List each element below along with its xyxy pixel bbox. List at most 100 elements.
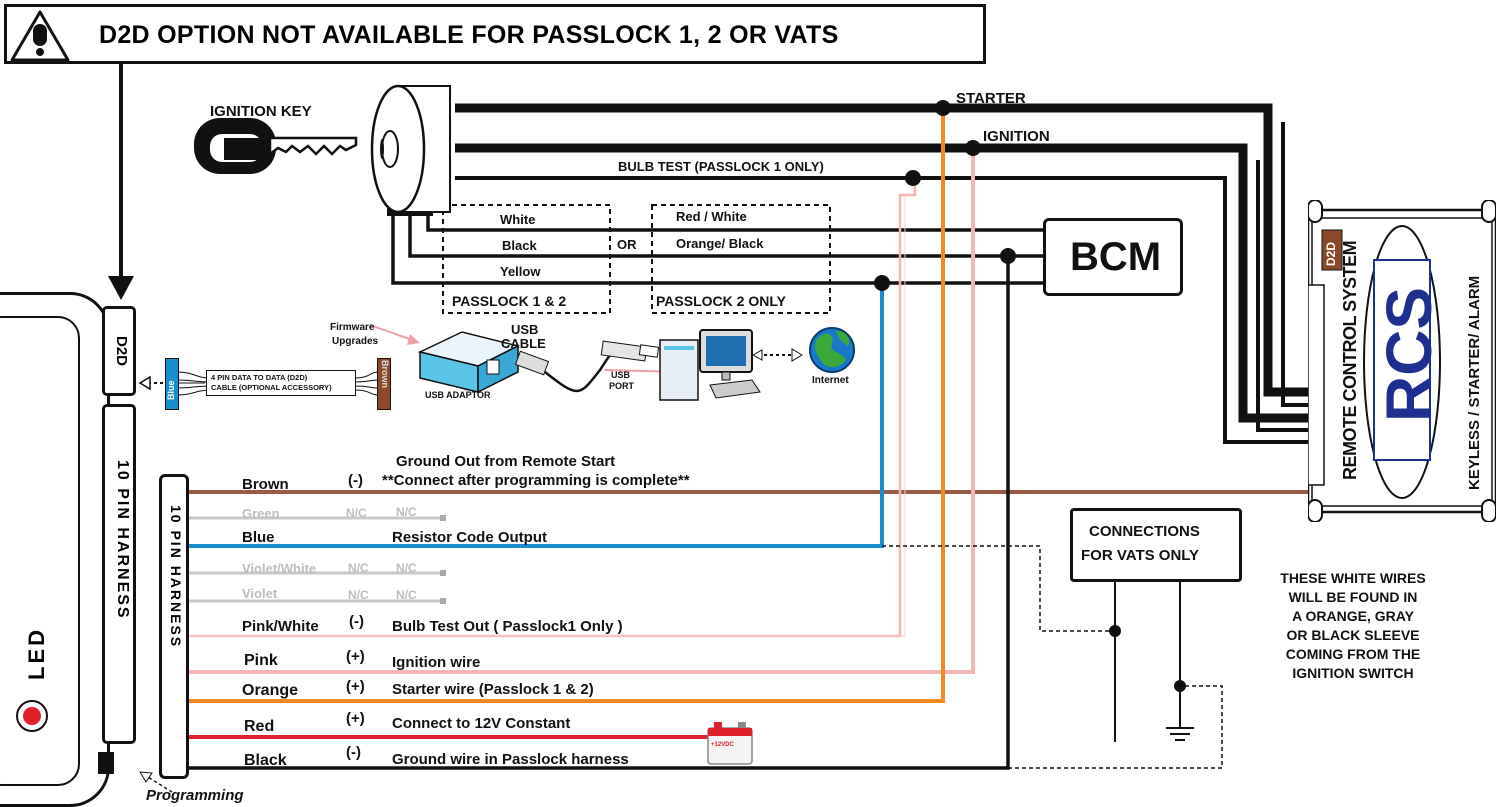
rcs-system-label: REMOTE CONTROL SYSTEM	[1340, 240, 1360, 480]
programming-button[interactable]	[98, 752, 114, 774]
wire-red-color: Red	[244, 718, 275, 735]
rcs-logo: RCS	[1373, 286, 1445, 422]
d2d-cable-tag: 4 PIN DATA TO DATA (D2D) CABLE (OPTIONAL…	[206, 370, 356, 396]
wire-pinkwhite-desc: Bulb Test Out ( Passlock1 Only )	[392, 618, 623, 635]
usb-adaptor-label: USB ADAPTOR	[425, 390, 491, 400]
harness-connector	[159, 474, 189, 779]
banner-arrow-head	[108, 276, 134, 300]
bulb-test-junction	[905, 170, 921, 186]
d2d-cable-line2: CABLE (OPTIONAL ACCESSORY)	[211, 383, 332, 392]
starter-junction	[935, 100, 951, 116]
wire-blue-color: Blue	[242, 529, 275, 546]
note-line-5: COMING FROM THE	[1285, 646, 1421, 662]
passlock-2-caption: PASSLOCK 2 ONLY	[656, 293, 786, 309]
note-line-1: THESE WHITE WIRES	[1280, 570, 1426, 586]
usb-cable-line2: CABLE	[501, 336, 546, 351]
d2d-brown-plug	[377, 358, 391, 410]
internet-label: Internet	[812, 375, 849, 386]
bcm-label: BCM	[1070, 235, 1162, 279]
wire-brown-desc1: Ground Out from Remote Start	[396, 453, 616, 470]
led-light	[23, 707, 41, 725]
wire-orange-desc: Starter wire (Passlock 1 & 2)	[392, 681, 594, 698]
passlock-1-2-caption: PASSLOCK 1 & 2	[452, 293, 567, 309]
passlock-black-label: Black	[502, 238, 537, 253]
wire-orange-color: Orange	[242, 682, 299, 699]
ignition-label: IGNITION	[983, 128, 1050, 145]
wire-green-color: Green	[242, 506, 280, 521]
white-wires-note: THESE WHITE WIRES WILL BE FOUND IN A ORA…	[1258, 569, 1448, 683]
wire-violet-polarity: N/C	[348, 588, 369, 602]
note-line-6: IGNITION SWITCH	[1292, 665, 1414, 681]
warning-icon	[10, 10, 70, 62]
firmware-line2: Upgrades	[332, 336, 379, 347]
pink-wire	[187, 148, 975, 674]
d2d-port	[102, 306, 136, 396]
wire-green-polarity: N/C	[346, 506, 367, 520]
passlock-yellow-wire	[391, 214, 1045, 285]
wire-brown-color: Brown	[242, 476, 289, 493]
black-junction	[1000, 248, 1016, 264]
vats-line1: CONNECTIONS	[1089, 523, 1200, 540]
starter-wire	[455, 103, 1308, 397]
banner-title: D2D OPTION NOT AVAILABLE FOR PASSLOCK 1,…	[99, 21, 839, 49]
rcs-tagline: KEYLESS / STARTER/ ALARM	[1466, 275, 1483, 490]
usb-port-line1: USB	[611, 370, 631, 380]
usb-cable-line1: USB	[511, 322, 539, 337]
wire-pinkwhite-color: Pink/White	[242, 618, 319, 635]
wire-red-desc: Connect to 12V Constant	[392, 715, 571, 732]
black-ground-wire	[187, 256, 1010, 770]
ignition-junction	[965, 140, 981, 156]
or-label: OR	[617, 237, 637, 252]
wire-red-polarity: (+)	[346, 710, 365, 727]
module-harness-label: 10 PIN HARNESS	[114, 460, 131, 620]
wire-violetwhite-desc: N/C	[396, 561, 417, 575]
wire-black-desc: Ground wire in Passlock harness	[392, 751, 629, 768]
orange-wire	[187, 108, 945, 703]
battery-label: +12VDC	[711, 742, 734, 748]
ignition-wire	[455, 143, 1308, 423]
led-ring	[16, 700, 48, 732]
wire-pinkwhite-polarity: (-)	[349, 613, 364, 630]
wire-violetwhite-polarity: N/C	[348, 561, 369, 575]
bulb-test-label: BULB TEST (PASSLOCK 1 ONLY)	[618, 159, 824, 174]
d2d-blue-plug	[165, 358, 179, 410]
module-harness-port	[102, 404, 136, 744]
passlock-redwhite-label: Red / White	[676, 209, 747, 224]
wire-pink-desc: Ignition wire	[392, 654, 481, 671]
passlock-white-label: White	[500, 212, 536, 227]
bulb-test-wire	[455, 176, 1308, 444]
passlock-yellow-label: Yellow	[500, 264, 541, 279]
bcm-box: BCM	[1043, 218, 1183, 296]
d2d-brown-label: Brown	[380, 360, 390, 388]
d2d-cable-line1: 4 PIN DATA TO DATA (D2D)	[211, 373, 308, 382]
ignition-key-label: IGNITION KEY	[210, 103, 312, 120]
wire-violetwhite-color: Violet/White	[242, 561, 317, 576]
passlock-black-wire	[408, 214, 1045, 258]
wire-pink-color: Pink	[244, 652, 278, 669]
wire-pink-polarity: (+)	[346, 648, 365, 665]
passlock-orangeblack-label: Orange/ Black	[676, 236, 764, 251]
harness-connector-label: 10 PIN HARNESS	[168, 505, 184, 649]
wire-brown-desc: **Connect after programming is complete*…	[382, 472, 690, 489]
firmware-line1: Firmware	[330, 322, 375, 333]
wire-brown-polarity: (-)	[348, 472, 363, 489]
programming-label: Programming	[146, 787, 244, 804]
note-line-4: OR BLACK SLEEVE	[1286, 627, 1420, 643]
d2d-blue-label: Blue	[166, 380, 176, 400]
rcs-d2d-label: D2D	[1324, 241, 1338, 266]
vats-box: CONNECTIONS FOR VATS ONLY	[1070, 508, 1242, 582]
passlock-1-2-box	[442, 204, 611, 314]
passlock-2-box	[651, 204, 831, 314]
starter-label: STARTER	[956, 90, 1026, 107]
wire-black-polarity: (-)	[346, 744, 361, 761]
passlock-white-wire	[426, 214, 1045, 232]
d2d-port-label: D2D	[113, 336, 130, 367]
wire-blue-desc: Resistor Code Output	[392, 529, 548, 546]
led-label: LED	[24, 627, 49, 680]
vats-line2: FOR VATS ONLY	[1081, 547, 1200, 564]
usb-port-line2: PORT	[609, 381, 635, 391]
wire-violet-color: Violet	[242, 586, 278, 601]
yellow-junction	[874, 275, 890, 291]
